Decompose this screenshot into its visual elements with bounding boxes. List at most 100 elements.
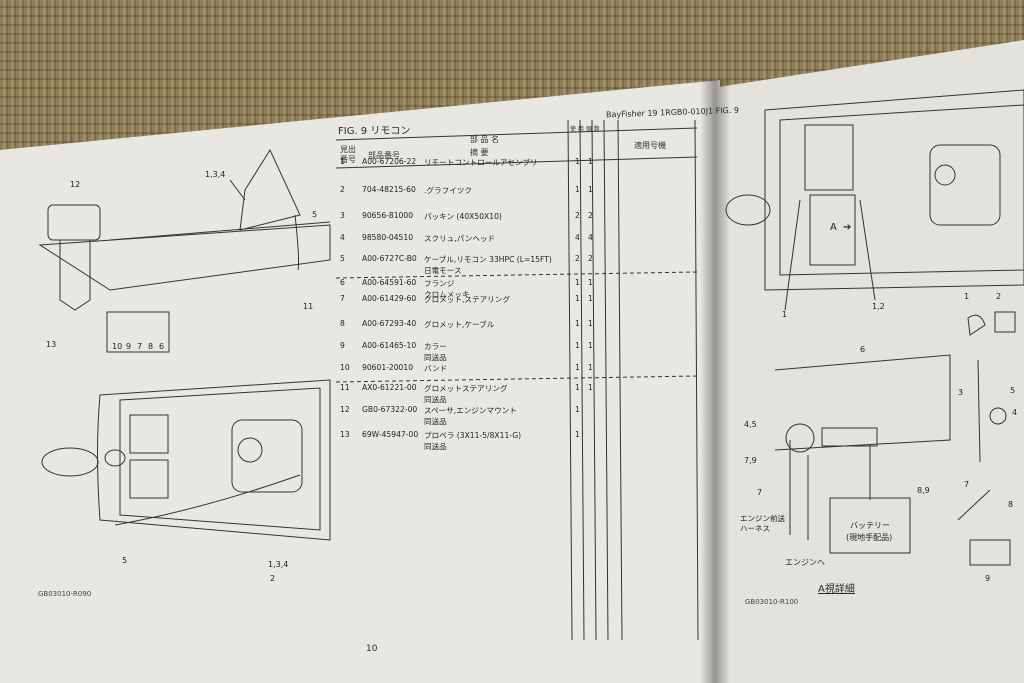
label-7: 7 — [137, 342, 143, 351]
cell-q1: 1 — [575, 319, 580, 328]
cell-q2: 1 — [588, 383, 593, 392]
header-usage: 使 用 個 数 — [570, 126, 600, 133]
right-label-8-9: 8,9 — [917, 486, 930, 495]
cell-part: A00-64591-60 — [362, 278, 417, 287]
right-label-7-9: 7,9 — [744, 456, 757, 465]
cell-q1: 1 — [575, 294, 580, 303]
cell-no: 10 — [340, 363, 350, 372]
part-num-4: 4 — [1012, 408, 1018, 417]
part-num-8: 8 — [1008, 500, 1014, 509]
cell-q1: 1 — [575, 430, 580, 439]
cell-q2: 1 — [588, 278, 593, 287]
cell-part: 69W-45947-00 — [362, 430, 419, 439]
cell-q2: 1 — [588, 319, 593, 328]
cell-no: 5 — [340, 254, 345, 263]
page-number: 10 — [366, 644, 378, 654]
cell-name: グロメットステアリング — [424, 384, 508, 393]
label-1-3-4-bottom: 1,3,4 — [268, 560, 289, 569]
cell-name-note: 同送品 — [424, 442, 447, 451]
label-13: 13 — [46, 340, 57, 349]
label-5-bottom: 5 — [122, 556, 128, 565]
cell-part: A00-67293-40 — [362, 319, 417, 328]
cell-name: スクリュ,パンヘッド — [424, 234, 496, 243]
label-6: 6 — [159, 342, 165, 351]
part-num-9: 9 — [985, 574, 991, 583]
cell-no: 9 — [340, 341, 345, 350]
label-11: 11 — [303, 302, 314, 311]
detail-title: A視詳細 — [818, 584, 855, 595]
cell-q1: 1 — [575, 157, 580, 166]
cell-no: 11 — [340, 383, 350, 392]
cell-q1: 1 — [575, 383, 580, 392]
cell-no: 4 — [340, 233, 345, 242]
to-engine-label: エンジンへ — [785, 558, 825, 567]
cell-q2: 1 — [588, 294, 593, 303]
cell-no: 1 — [340, 157, 345, 166]
label-9: 9 — [126, 342, 132, 351]
battery-label: バッテリー — [850, 521, 890, 530]
cell-q2: 2 — [588, 211, 593, 220]
cell-name: リモートコントロールアセンブリ — [424, 158, 538, 167]
cell-name: ケーブル,リモコン 33HPC (L=15FT) — [424, 255, 552, 264]
header-ref-no: 見出 番号 — [340, 145, 356, 164]
cell-part: A00-6727C-B0 — [362, 254, 417, 263]
cell-part: 98580-04510 — [362, 233, 414, 242]
cell-no: 2 — [340, 185, 345, 194]
cell-part: A00-61429-60 — [362, 294, 417, 303]
cell-part: A00-61465-10 — [362, 341, 417, 350]
part-num-5: 5 — [1010, 386, 1016, 395]
cell-part: A00-67206-22 — [362, 157, 417, 166]
cell-name: フランジ — [424, 279, 455, 288]
cell-part: 90656-81000 — [362, 211, 414, 220]
cell-q2: 1 — [588, 185, 593, 194]
label-12: 12 — [70, 180, 81, 189]
cell-name: パッキン (40X50X10) — [424, 212, 502, 221]
part-num-1: 1 — [964, 292, 970, 301]
engine-harness-label: エンジン前送 ハーネス — [740, 514, 785, 533]
cell-q2: 1 — [588, 341, 593, 350]
label-5: 5 — [312, 210, 318, 219]
right-label-6: 6 — [860, 345, 866, 354]
cell-q1: 1 — [575, 341, 580, 350]
cell-name: カラー — [424, 342, 447, 351]
cell-name-note: 日電モース — [424, 266, 462, 275]
view-a-marker: A — [830, 222, 837, 233]
cell-q2: 4 — [588, 233, 593, 242]
cell-no: 6 — [340, 278, 345, 287]
cell-no: 13 — [340, 430, 350, 439]
part-num-3: 3 — [958, 388, 964, 397]
right-label-4-5: 4,5 — [744, 420, 757, 429]
right-label-7: 7 — [757, 488, 763, 497]
cell-name-note: 同送品 — [424, 395, 447, 404]
cell-q1: 1 — [575, 185, 580, 194]
header-name: 部 品 名 — [470, 135, 500, 144]
cell-q1: 4 — [575, 233, 580, 242]
cell-no: 3 — [340, 211, 345, 220]
cell-name: グロメット,ケーブル — [424, 320, 495, 329]
cell-name-note: 同送品 — [424, 417, 447, 426]
right-label-1-2: 1,2 — [872, 302, 885, 311]
label-1-3-4: 1,3,4 — [205, 170, 226, 179]
cell-no: 12 — [340, 405, 350, 414]
cell-q1: 2 — [575, 211, 580, 220]
label-10: 10 — [112, 342, 123, 351]
battery-note: (現地手配品) — [846, 533, 893, 542]
fig-title: FIG. 9 リモコン — [338, 126, 411, 137]
arrow-icon: ➔ — [843, 222, 852, 233]
cell-q2: 1 — [588, 363, 593, 372]
cell-name: グロメット,ステアリング — [424, 295, 510, 304]
cell-name: バンド — [424, 364, 448, 373]
part-num-7: 7 — [964, 480, 970, 489]
cell-name: スペーサ,エンジンマウント — [424, 406, 517, 415]
cell-name: プロペラ (3X11-5/8X11-G) — [424, 431, 522, 440]
book-gutter — [700, 80, 730, 683]
cell-name-note: クロムメッキ — [424, 290, 470, 299]
right-page — [712, 40, 1024, 683]
cell-q2: 2 — [588, 254, 593, 263]
cell-part: GB0-67322-00 — [362, 405, 418, 414]
label-2-bottom: 2 — [270, 574, 276, 583]
cell-q1: 1 — [575, 278, 580, 287]
drawing-code-right: GB03010-R100 — [745, 598, 799, 606]
header-part-no: 部品番号 — [368, 151, 400, 160]
